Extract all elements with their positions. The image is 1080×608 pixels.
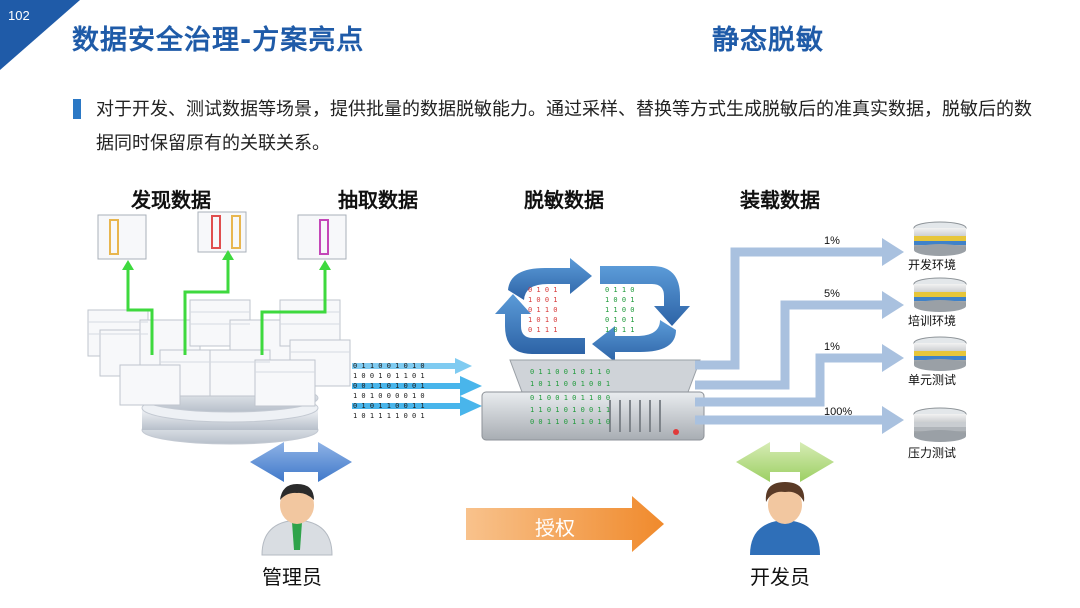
data-table-pile — [87, 299, 351, 407]
extraction-arrowheads — [122, 250, 331, 270]
svg-text:1 1 0 1 0 1 0 0 1 1: 1 1 0 1 0 1 0 0 1 1 — [530, 406, 610, 414]
stage-load-label: 装载数据 — [740, 188, 820, 212]
authorize-arrow — [466, 496, 664, 552]
svg-text:0 1 1 0 0 1 0 1 1 0: 0 1 1 0 0 1 0 1 1 0 — [530, 368, 610, 376]
target-percent-unit: 1% — [824, 341, 840, 353]
svg-text:1 0 1 0: 1 0 1 0 — [528, 316, 558, 324]
target-db-icons — [913, 221, 967, 442]
masking-server-icon: 0 1 1 0 0 1 0 1 1 0 1 0 1 1 0 0 1 0 0 1 … — [481, 359, 705, 441]
target-label-stress: 压力测试 — [908, 446, 957, 460]
distribution-lines — [695, 247, 885, 425]
svg-text:0 1 0 0 1 0 1 1 0 0: 0 1 0 0 1 0 1 1 0 0 — [530, 394, 610, 402]
extracted-doc-3 — [297, 214, 347, 260]
role-admin-label: 管理员 — [262, 565, 322, 589]
svg-text:0 0 1 1 0 1 1 0 1 0: 0 0 1 1 0 1 1 0 1 0 — [530, 418, 610, 426]
page-title: 数据安全治理-方案亮点 — [72, 25, 365, 56]
corner-triangle-shape — [0, 0, 80, 70]
target-label-training: 培训环境 — [908, 314, 957, 328]
extraction-lines — [126, 258, 327, 355]
svg-text:1 0 1 1 0 0 1 0 0 1: 1 0 1 1 0 0 1 0 0 1 — [530, 380, 610, 388]
svg-text:0 0 1 1 0 1 0 0 1: 0 0 1 1 0 1 0 0 1 — [353, 382, 425, 390]
description-text: 对于开发、测试数据等场景，提供批量的数据脱敏能力。通过采样、替换等方式生成脱敏后… — [96, 99, 1032, 154]
page-subtitle: 静态脱敏 — [712, 25, 824, 56]
description-marker — [73, 99, 81, 119]
svg-text:0 1 1 0 0 1 0 1 0: 0 1 1 0 0 1 0 1 0 — [353, 362, 425, 370]
binary-stream: 0 1 1 0 0 1 0 1 0 1 0 0 1 0 1 1 0 1 0 0 … — [352, 358, 482, 424]
stage-discover-label: 发现数据 — [131, 188, 211, 212]
svg-text:0 1 0 1: 0 1 0 1 — [605, 316, 635, 324]
target-percent-stress: 100% — [824, 406, 853, 418]
page-number-tag: 102 — [0, 0, 80, 70]
target-label-unit: 单元测试 — [908, 373, 957, 387]
extracted-doc-2 — [197, 211, 247, 253]
svg-text:0 1 1 0: 0 1 1 0 — [605, 286, 635, 294]
target-percent-dev: 1% — [824, 235, 840, 247]
masking-cycle-icon: 0 1 0 1 1 0 0 1 0 1 1 0 1 0 1 0 0 1 1 1 0 … — [495, 258, 690, 362]
stage-extract-label: 抽取数据 — [338, 188, 418, 212]
developer-exchange-arrow — [736, 442, 834, 482]
svg-text:1 0 1 1 1 1 0 0 1: 1 0 1 1 1 1 0 0 1 — [353, 412, 425, 420]
svg-text:1 0 0 1 0 1 1 0 1: 1 0 0 1 0 1 1 0 1 — [353, 372, 425, 380]
distribution-arrowheads — [882, 238, 904, 434]
svg-text:0 1 1 0: 0 1 1 0 — [528, 306, 558, 314]
admin-exchange-arrow — [250, 442, 352, 482]
extracted-doc-1 — [97, 214, 147, 260]
target-percent-training: 5% — [824, 288, 840, 300]
svg-text:0 1 0 1: 0 1 0 1 — [528, 286, 558, 294]
page-number: 102 — [8, 8, 30, 23]
svg-text:1 0 1 1: 1 0 1 1 — [605, 326, 635, 334]
svg-text:0 1 0 1 1 0 0 1 1: 0 1 0 1 1 0 0 1 1 — [353, 402, 425, 410]
developer-person-icon — [750, 482, 820, 555]
svg-text:0 1 1 1: 0 1 1 1 — [528, 326, 558, 334]
svg-text:1 0 1 0 0 0 0 1 0: 1 0 1 0 0 0 0 1 0 — [353, 392, 425, 400]
stage-mask-label: 脱敏数据 — [524, 188, 604, 212]
role-developer-label: 开发员 — [750, 565, 810, 589]
svg-text:1 0 0 1: 1 0 0 1 — [605, 296, 635, 304]
svg-text:1 0 0 1: 1 0 0 1 — [528, 296, 558, 304]
target-label-dev: 开发环境 — [908, 258, 957, 272]
authorize-label: 授权 — [535, 516, 575, 540]
admin-person-icon — [261, 484, 333, 556]
svg-text:1 1 0 0: 1 1 0 0 — [605, 306, 635, 314]
